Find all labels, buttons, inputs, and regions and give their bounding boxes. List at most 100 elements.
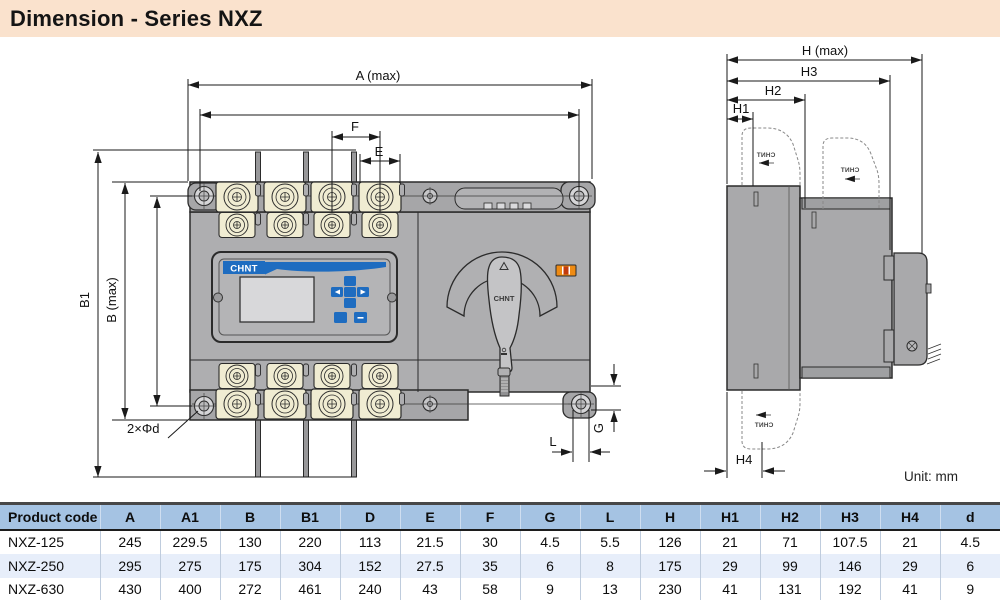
col-header: B — [219, 503, 280, 530]
table-cell: 229.5 — [159, 529, 220, 554]
col-header: H — [639, 503, 700, 530]
table-cell: 41 — [879, 577, 940, 600]
table-row: NXZ-630 430 400 272 461 240 43 58 9 13 2… — [0, 577, 1000, 600]
col-header: H4 — [879, 503, 940, 530]
phantom-brand-text: CHNT — [841, 167, 860, 174]
hatch-marks — [926, 343, 942, 365]
col-header: H2 — [759, 503, 820, 530]
table-cell: 9 — [519, 577, 580, 600]
col-header: F — [459, 503, 520, 530]
col-header: E — [399, 503, 460, 530]
panel-button[interactable] — [334, 312, 347, 323]
padlock — [499, 375, 510, 397]
table-cell: 220 — [279, 529, 340, 554]
col-header: A — [99, 503, 160, 530]
page-title: Dimension - Series NXZ — [10, 5, 263, 31]
dimension-table-wrap: Product code A A1 B B1 D E F G L H H1 H2… — [0, 502, 1000, 600]
dim-label-g: G — [591, 423, 606, 433]
table-cell: 43 — [399, 577, 460, 600]
table-row: NXZ-250 295 275 175 304 152 27.5 35 6 8 … — [0, 553, 1000, 578]
dim-label-a: A (max) — [356, 68, 401, 83]
table-cell: 5.5 — [579, 529, 640, 554]
col-header: B1 — [279, 503, 340, 530]
minus-icon — [357, 317, 364, 319]
technical-drawing: CHNT — [77, 43, 942, 478]
left-arrow-icon — [334, 289, 340, 295]
table-cell: 4.5 — [939, 529, 1000, 554]
table-cell: 6 — [519, 553, 580, 578]
table-cell: 295 — [99, 553, 160, 578]
dim-label-b1: B1 — [77, 292, 92, 308]
table-row: NXZ-125 245 229.5 130 220 113 21.5 30 4.… — [0, 529, 1000, 554]
product-code-cell: NXZ-125 — [8, 534, 65, 550]
table-cell: 29 — [879, 553, 940, 578]
dimension-table: Product code A A1 B B1 D E F G L H H1 H2… — [0, 502, 1000, 600]
side-view-drawing: CHNT CHNT CHNT — [704, 43, 942, 478]
controller-panel: CHNT — [211, 251, 398, 343]
table-cell: 30 — [459, 529, 520, 554]
dim-label-b: B (max) — [104, 277, 119, 323]
table-cell: 9 — [939, 577, 1000, 600]
dim-label-h: H (max) — [802, 43, 848, 58]
col-header: A1 — [159, 503, 220, 530]
product-code-cell: NXZ-630 — [8, 581, 65, 597]
indicator-windows — [483, 202, 532, 210]
table-header-row: Product code A A1 B B1 D E F G L H H1 H2… — [0, 503, 1000, 530]
table-cell: 192 — [819, 577, 880, 600]
product-code-cell: NXZ-250 — [8, 557, 65, 574]
dim-label-h3: H3 — [801, 64, 818, 79]
col-header: d — [939, 503, 1000, 530]
table-cell: 21 — [699, 529, 760, 554]
table-cell: 131 — [759, 577, 820, 600]
table-cell: 4.5 — [519, 529, 580, 554]
table-cell: 6 — [939, 553, 1000, 578]
panel-screw — [213, 292, 223, 303]
table-cell: 175 — [219, 553, 280, 578]
col-header: H3 — [819, 503, 880, 530]
table-cell: 8 — [579, 553, 640, 578]
table-cell: 35 — [459, 553, 520, 578]
table-cell: 304 — [279, 553, 340, 578]
side-dimensions — [704, 54, 923, 478]
handle-brand-text: CHNT — [494, 294, 515, 303]
table-cell: 146 — [819, 553, 880, 578]
table-cell: 130 — [219, 529, 280, 554]
brand-logo — [223, 261, 265, 274]
panel-screw — [387, 292, 397, 303]
table-cell: 58 — [459, 577, 520, 600]
table-cell: 13 — [579, 577, 640, 600]
table-cell: 27.5 — [399, 553, 460, 578]
phantom-brand-text: CHNT — [757, 152, 776, 159]
table-cell: 29 — [699, 553, 760, 578]
col-header: L — [579, 503, 640, 530]
title-bar: Dimension - Series NXZ — [0, 0, 1000, 37]
table-cell: 71 — [759, 529, 820, 554]
dpad-buttons[interactable] — [331, 276, 369, 308]
dim-label-h4: H4 — [736, 452, 753, 467]
position-triangle-icon — [499, 261, 509, 270]
padlock-hasp — [497, 367, 511, 377]
col-header: D — [339, 503, 400, 530]
dim-label-h2: H2 — [765, 83, 782, 98]
brand-logo-text: CHNT — [230, 264, 258, 275]
logo-swoosh — [265, 262, 386, 275]
table-cell: 461 — [279, 577, 340, 600]
table-cell: 126 — [639, 529, 700, 554]
unit-note: Unit: mm — [904, 469, 958, 484]
phantom-brand-text: CHNT — [755, 422, 774, 429]
table-cell: 152 — [339, 553, 400, 578]
col-header: H1 — [699, 503, 760, 530]
dim-label-h1: H1 — [733, 101, 750, 116]
col-header-product-code: Product code — [8, 508, 98, 525]
shield-bracket — [883, 329, 895, 363]
dim-label-e: E — [375, 144, 384, 159]
table-cell: 275 — [159, 553, 220, 578]
table-cell: 21 — [879, 529, 940, 554]
lcd-screen — [239, 276, 315, 323]
shield-bracket — [883, 255, 895, 281]
side-body — [726, 185, 942, 391]
rotary-handle: CHNT — [446, 251, 577, 397]
phantom-handles — [741, 127, 880, 450]
dim-label-2xd: 2×Φd — [127, 421, 159, 436]
